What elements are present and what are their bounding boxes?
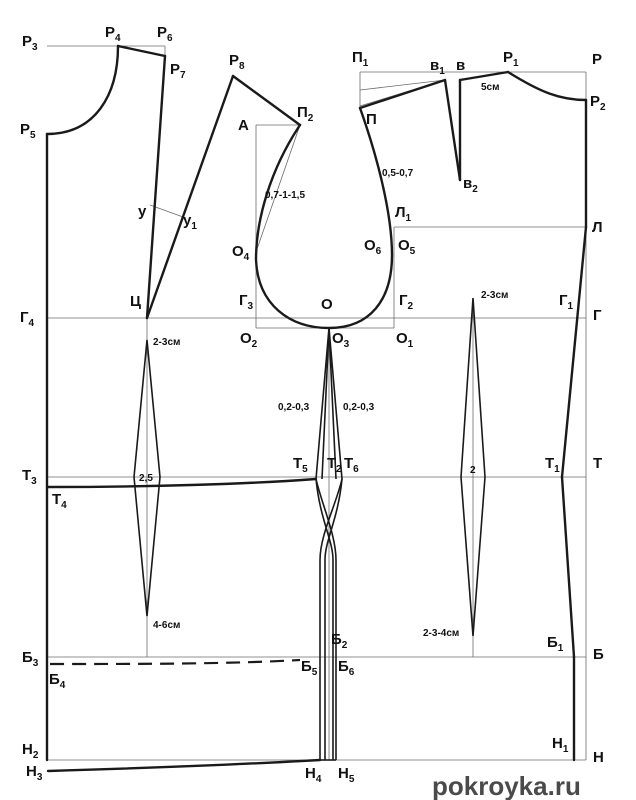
measure-armhole-back: 0,7-1-1,5 [265,190,305,201]
back-waist-dart [133,339,161,617]
waist-darts [133,297,486,637]
label-g2: Г2 [399,292,414,312]
shoulder-dart-left-leg [145,54,167,320]
label-t4: Т4 [52,491,67,511]
side-seam-dart [315,327,343,760]
point-labels: Р3 Р4 Р6 Р7 Р8 Р5 П1 в1 в Р1 Р Р2 П2 А П… [20,24,606,785]
label-p7: Р7 [170,61,186,81]
label-c: Ц [130,293,141,310]
label-b3: Б3 [22,649,39,669]
label-p1: Р1 [503,49,519,69]
back-shoulder-seam [116,44,167,58]
back-armhole-diagonal [255,124,301,253]
label-o: О [321,296,333,313]
label-a: А [238,117,249,134]
measure-side-left: 0,2-0,3 [278,402,310,413]
measure-back-dart-top: 2-3см [153,337,180,348]
measure-armhole-front: 0,5-0,7 [382,168,414,179]
measure-front-dart-top: 2-3см [481,290,508,301]
back-neckline [45,44,120,136]
label-p4: Р4 [105,24,121,44]
front-shoulder-right [458,70,510,82]
label-t5: Т5 [293,455,308,475]
label-t2: Т2 [327,455,342,475]
measure-back-dart-width: 2,5 [139,473,153,484]
label-p2: Р2 [590,93,606,113]
label-y1: у1 [183,212,197,232]
label-p5: Р5 [20,121,36,141]
label-pi2: П2 [297,104,314,124]
front-neckline [506,70,588,102]
back-hem-curve [46,758,322,773]
label-g4: Г4 [20,309,35,329]
label-l: Л [592,219,603,236]
dart-guide-line-1 [359,79,446,91]
label-h: Н [593,749,604,766]
label-p3: Р3 [22,33,38,53]
label-h4: Н4 [305,765,322,785]
measure-front-dart-width: 2 [470,465,476,476]
label-pi1: П1 [352,49,369,69]
back-hip-dashed-line [49,658,301,666]
label-pi: П [366,111,377,128]
label-t3: Т3 [22,467,37,487]
label-g: Г [593,307,602,324]
front-side-seam-upper [560,225,588,479]
label-b: Б [593,646,604,663]
label-y: у [138,203,147,220]
label-v2: в2 [463,175,478,195]
label-o2: О2 [240,330,258,350]
label-h2: Н2 [22,741,39,761]
front-waist-dart [460,297,486,637]
label-b4: Б4 [49,671,66,691]
label-b2: Б2 [331,631,348,651]
label-o3: О3 [332,330,350,350]
label-b6: Б6 [338,658,355,678]
back-waist-curve [46,477,318,489]
label-g1: Г1 [559,292,574,312]
label-h5: Н5 [338,765,355,785]
label-v: в [456,57,465,74]
label-p6: Р6 [157,24,173,44]
label-v1: в1 [430,57,445,77]
side-seam-front-b [315,478,337,760]
front-shoulder-left [358,78,447,110]
label-p: Р [592,51,602,68]
label-o4: О4 [232,243,250,263]
label-o1: О1 [396,330,414,350]
label-t6: Т6 [344,455,359,475]
site-watermark: pokroyka.ru [432,771,581,800]
measure-back-dart-bottom: 4-6см [153,620,180,631]
side-seam-inner-left [321,327,330,480]
side-seam-inner-right [328,327,337,480]
label-o6: О6 [364,237,382,257]
label-g3: Г3 [239,292,254,312]
measurement-labels: 5см 0,7-1-1,5 0,5-0,7 2-3см 2,5 4-6см 0,… [139,82,508,639]
label-h3: Н3 [26,763,43,783]
label-b5: Б5 [301,658,318,678]
label-o5: О5 [398,237,416,257]
measure-front-dart-bottom: 2-3-4см [423,628,459,639]
side-seam-back-b [319,478,343,760]
measure-shoulder-5cm: 5см [481,82,500,93]
bust-dart-left-leg [443,78,462,182]
pattern-contours [45,44,588,773]
shoulder-dart-right-leg [145,74,235,320]
label-b1: Б1 [547,634,564,654]
label-t1: Т1 [545,455,560,475]
label-p8: Р8 [229,52,245,72]
armhole-curve [254,106,394,330]
measure-side-right: 0,2-0,3 [343,402,375,413]
label-h1: Н1 [552,735,569,755]
front-side-seam-lower [560,475,576,659]
label-l1: Л1 [395,204,412,224]
back-shoulder-seam-2 [231,74,302,127]
construction-grid [47,45,587,761]
label-t: Т [593,455,602,472]
